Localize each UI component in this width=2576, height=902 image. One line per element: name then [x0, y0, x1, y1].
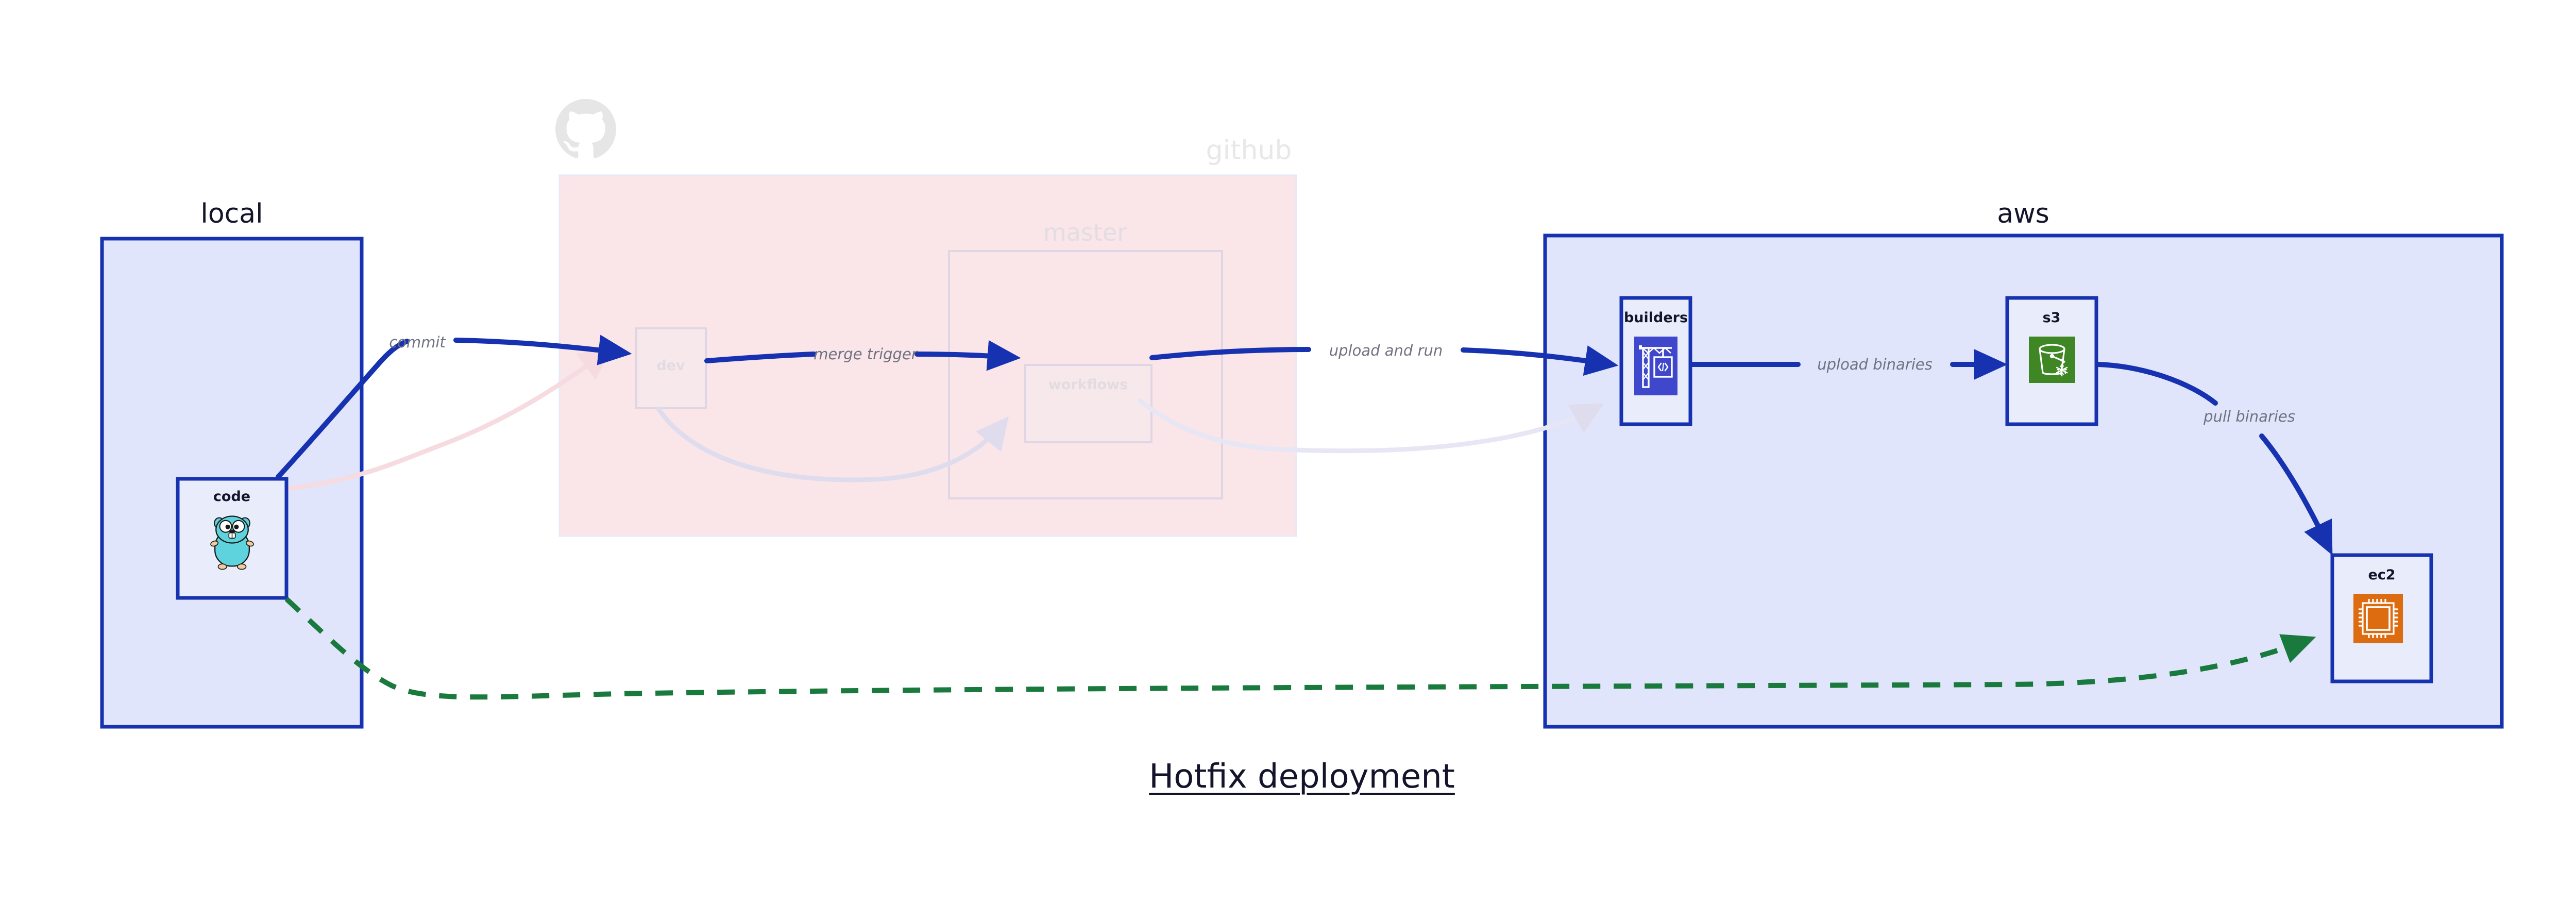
edge-pull-binaries-seg1: [2095, 362, 2218, 406]
group-label-aws: aws: [1997, 198, 2049, 229]
node-label-ec2: ec2: [2368, 567, 2396, 583]
node-workflows-rect: [1024, 364, 1153, 443]
github-octocat-icon: [555, 99, 616, 159]
group-label-github: github: [1206, 135, 1292, 166]
edge-commit-seg1: [276, 339, 410, 479]
s3-glacier-bucket-icon: [2029, 337, 2075, 383]
node-label-code: code: [213, 489, 251, 505]
edge-label-commit: commit: [389, 333, 446, 351]
edge-label-merge-trigger: merge trigger: [814, 345, 918, 363]
edge-faded-dev-workflows: [656, 406, 1009, 482]
subgroup-master-rect: [948, 250, 1223, 499]
edge-pull-binaries-seg2: [2259, 433, 2333, 556]
node-label-builders: builders: [1623, 310, 1688, 326]
page-title: Hotfix deployment: [1149, 758, 1455, 796]
edge-upload-and-run-seg2: [1461, 345, 1619, 376]
subgroup-label-master: master: [1043, 219, 1127, 246]
go-gopher-icon: [210, 515, 254, 570]
edge-label-pull-binaries: pull binaries: [2204, 408, 2295, 425]
node-label-s3: s3: [2042, 310, 2061, 326]
group-label-local: local: [200, 198, 263, 229]
edge-label-upload-binaries: upload binaries: [1817, 356, 1933, 373]
edge-faded-code-dev: [286, 347, 612, 491]
edge-merge-trigger-seg2: [914, 340, 1021, 371]
edge-hotfix-direct-dashed: [284, 597, 2316, 700]
node-dev-rect: [635, 327, 707, 409]
ec2-chip-icon: [2353, 594, 2403, 643]
codebuild-crane-icon: [1634, 337, 1677, 395]
edge-merge-trigger-seg1: [704, 352, 817, 363]
edge-faded-workflows-builders: [1138, 398, 1604, 454]
edge-label-upload-and-run: upload and run: [1329, 342, 1443, 359]
edge-commit-seg2: [453, 335, 632, 365]
edge-upload-and-run-seg1: [1149, 347, 1311, 360]
node-label-workflows: workflows: [1048, 377, 1128, 393]
node-label-dev: dev: [656, 358, 685, 374]
node-builders-rect[interactable]: [1619, 296, 1692, 426]
